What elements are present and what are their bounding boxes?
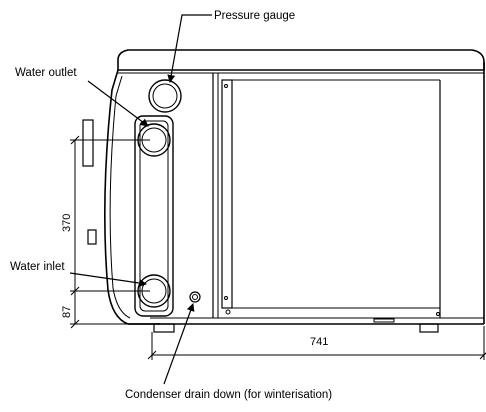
label-pressure-gauge: Pressure gauge: [167, 10, 295, 83]
label-condenser-drain: Condenser drain down (for winterisation): [125, 303, 332, 401]
dimension-87: 87: [61, 290, 150, 329]
label-water-inlet: Water inlet: [10, 261, 147, 287]
dimension-370: 370: [61, 135, 150, 296]
svg-text:741: 741: [310, 336, 328, 348]
svg-text:Pressure gauge: Pressure gauge: [214, 10, 295, 22]
svg-text:Water outlet: Water outlet: [15, 67, 77, 79]
connection-panel: [134, 115, 174, 317]
svg-text:Water inlet: Water inlet: [10, 261, 65, 273]
pressure-gauge: [148, 79, 182, 113]
unit-body: [82, 49, 485, 325]
inner-frame: [212, 73, 441, 318]
svg-text:87: 87: [61, 306, 73, 318]
unit-feet: [153, 318, 439, 333]
condenser-drain: [189, 291, 201, 303]
dimension-741: 741: [147, 326, 486, 360]
svg-text:370: 370: [61, 214, 73, 232]
svg-text:Condenser drain down (for wint: Condenser drain down (for winterisation): [125, 389, 332, 401]
label-water-outlet: Water outlet: [15, 67, 149, 127]
